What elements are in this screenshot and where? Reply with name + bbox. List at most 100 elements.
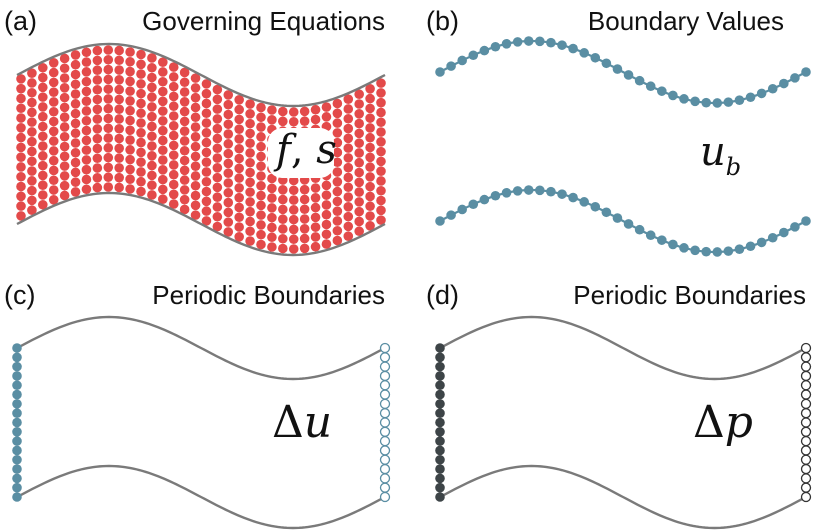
interior-point — [299, 204, 310, 215]
interior-point — [267, 222, 277, 233]
right-boundary-point — [379, 473, 391, 484]
interior-point — [59, 122, 70, 132]
interior-point — [288, 205, 299, 215]
boundary-point — [479, 194, 490, 205]
interior-point — [278, 106, 288, 117]
interior-point — [103, 103, 114, 114]
interior-point — [376, 88, 386, 98]
interior-point — [223, 168, 234, 178]
interior-point — [245, 128, 255, 139]
interior-point — [179, 145, 190, 156]
interior-point — [278, 204, 288, 215]
panel-c-letter: (c) — [4, 280, 35, 310]
interior-point — [38, 131, 48, 142]
boundary-point — [501, 39, 512, 49]
right-boundary-point — [800, 426, 812, 437]
interior-point — [321, 112, 332, 122]
interior-point — [354, 128, 364, 139]
interior-point — [223, 158, 234, 169]
interior-point — [136, 176, 146, 187]
interior-point — [27, 205, 37, 215]
boundary-point — [590, 52, 601, 63]
interior-point — [179, 155, 190, 166]
interior-point — [267, 232, 277, 243]
interior-point — [245, 148, 255, 158]
interior-point — [92, 84, 103, 95]
left-boundary-point — [435, 352, 445, 363]
interior-point — [179, 116, 190, 127]
interior-point — [48, 97, 59, 107]
boundary-point — [712, 98, 723, 108]
interior-point — [343, 162, 354, 173]
interior-point — [59, 190, 70, 201]
interior-point — [70, 69, 81, 80]
interior-point — [48, 116, 59, 127]
boundary-point — [546, 37, 556, 48]
interior-point — [190, 200, 201, 211]
right-boundary-point — [379, 380, 391, 391]
boundary-value-label: ub — [700, 129, 741, 181]
boundary-point — [801, 67, 811, 77]
boundary-point — [756, 88, 767, 99]
interior-point — [343, 113, 354, 124]
left-boundary-point — [12, 445, 22, 456]
interior-point — [136, 118, 146, 128]
boundary-point — [690, 96, 700, 107]
interior-point — [234, 114, 244, 125]
boundary-point — [546, 186, 556, 197]
interior-point — [343, 182, 354, 193]
boundary-point — [712, 247, 723, 257]
interior-point — [136, 137, 146, 148]
interior-point — [81, 106, 92, 116]
boundary-point — [668, 90, 678, 101]
interior-point — [234, 192, 244, 203]
interior-point — [103, 123, 114, 134]
interior-point — [92, 182, 103, 193]
interior-point — [16, 142, 26, 153]
interior-point — [70, 50, 81, 60]
interior-point — [201, 186, 212, 197]
u-symbol: u — [304, 397, 332, 448]
interior-point — [212, 182, 223, 193]
interior-point — [114, 172, 124, 183]
right-boundary-point — [379, 463, 391, 475]
boundary-point — [612, 64, 623, 74]
boundary-point — [601, 58, 612, 69]
interior-point — [70, 157, 81, 168]
interior-point — [376, 205, 386, 216]
interior-point — [38, 141, 48, 151]
interior-point — [354, 138, 364, 148]
interior-point — [376, 146, 386, 157]
interior-point — [299, 184, 310, 195]
interior-point — [158, 125, 168, 136]
boundary-point — [535, 185, 545, 196]
interior-point — [136, 157, 146, 167]
interior-point — [114, 75, 124, 85]
interior-point — [310, 104, 321, 115]
left-boundary-point — [12, 482, 22, 493]
left-boundary-point — [435, 371, 445, 381]
interior-point — [212, 114, 223, 124]
panel-a: (a) Governing Equations f, s — [4, 6, 386, 257]
interior-point — [201, 98, 212, 109]
interior-point — [48, 195, 59, 205]
interior-point — [343, 231, 354, 241]
interior-point — [354, 187, 364, 197]
interior-point — [125, 76, 135, 87]
interior-point — [103, 64, 114, 75]
interior-point — [147, 170, 157, 181]
interior-point — [288, 244, 299, 254]
interior-point — [212, 94, 223, 105]
panel-a-title: Governing Equations — [142, 6, 385, 36]
left-boundary-point — [12, 473, 22, 484]
interior-point — [168, 72, 179, 82]
interior-point — [16, 103, 26, 114]
interior-point — [299, 194, 310, 205]
interior-point — [147, 102, 157, 112]
interior-point — [125, 135, 135, 145]
interior-point — [288, 224, 299, 235]
interior-point — [332, 118, 343, 128]
interior-point — [256, 220, 266, 230]
interior-point — [223, 227, 234, 237]
interior-point — [365, 132, 375, 143]
